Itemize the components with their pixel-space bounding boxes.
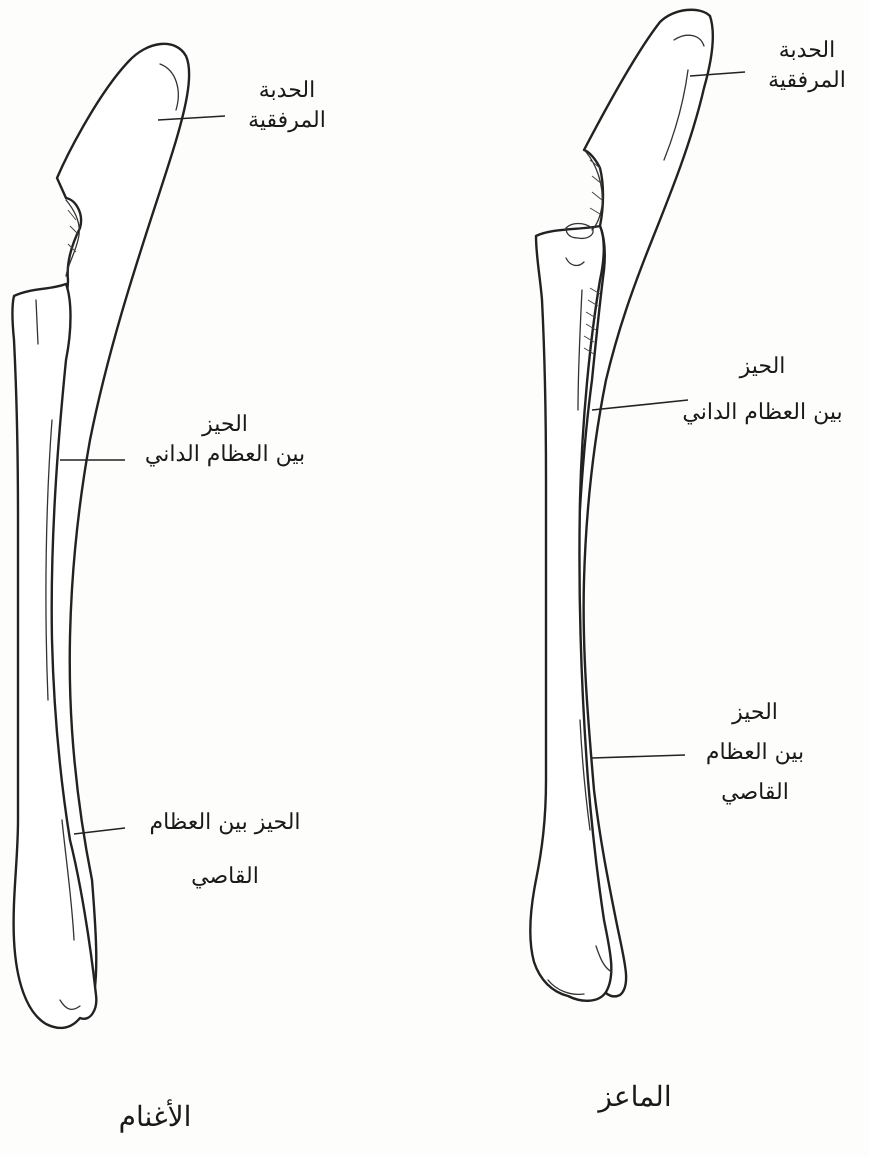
- sheep-distal-label-line1: الحيز بين العظام: [130, 808, 320, 838]
- goat-distal-label-line2: بين العظام: [690, 738, 820, 768]
- sheep-distal-interosseous-label: الحيز بين العظام القاصي: [130, 808, 320, 892]
- goat-distal-label-line1: الحيز: [690, 698, 820, 728]
- sheep-olecranon-label-line2: المرفقية: [232, 106, 342, 136]
- sheep-proximal-interosseous-label: الحيز بين العظام الداني: [130, 410, 320, 470]
- goat-caption: الماعز: [575, 1080, 695, 1114]
- sheep-olecranon-label: الحدبة المرفقية: [232, 76, 342, 136]
- goat-distal-interosseous-label: الحيز بين العظام القاصي: [690, 698, 820, 808]
- sheep-distal-label-line2: القاصي: [130, 862, 320, 892]
- sheep-proximal-label-line1: الحيز: [130, 410, 320, 440]
- goat-proximal-label-line1: الحيز: [660, 352, 865, 382]
- goat-olecranon-label-line1: الحدبة: [752, 36, 862, 66]
- goat-proximal-interosseous-label: الحيز بين العظام الداني: [660, 352, 865, 428]
- goat-olecranon-label-line2: المرفقية: [752, 66, 862, 96]
- goat-forearm-bones: [530, 10, 713, 1001]
- sheep-proximal-label-line2: بين العظام الداني: [130, 440, 320, 470]
- goat-ulna: [575, 10, 713, 997]
- sheep-caption: الأغنام: [90, 1100, 220, 1134]
- sheep-olecranon-label-line1: الحدبة: [232, 76, 342, 106]
- goat-olecranon-label: الحدبة المرفقية: [752, 36, 862, 96]
- goat-proximal-label-line2: بين العظام الداني: [660, 398, 865, 428]
- goat-distal-label-line3: القاصي: [690, 778, 820, 808]
- leader-goat-distal: [592, 755, 685, 758]
